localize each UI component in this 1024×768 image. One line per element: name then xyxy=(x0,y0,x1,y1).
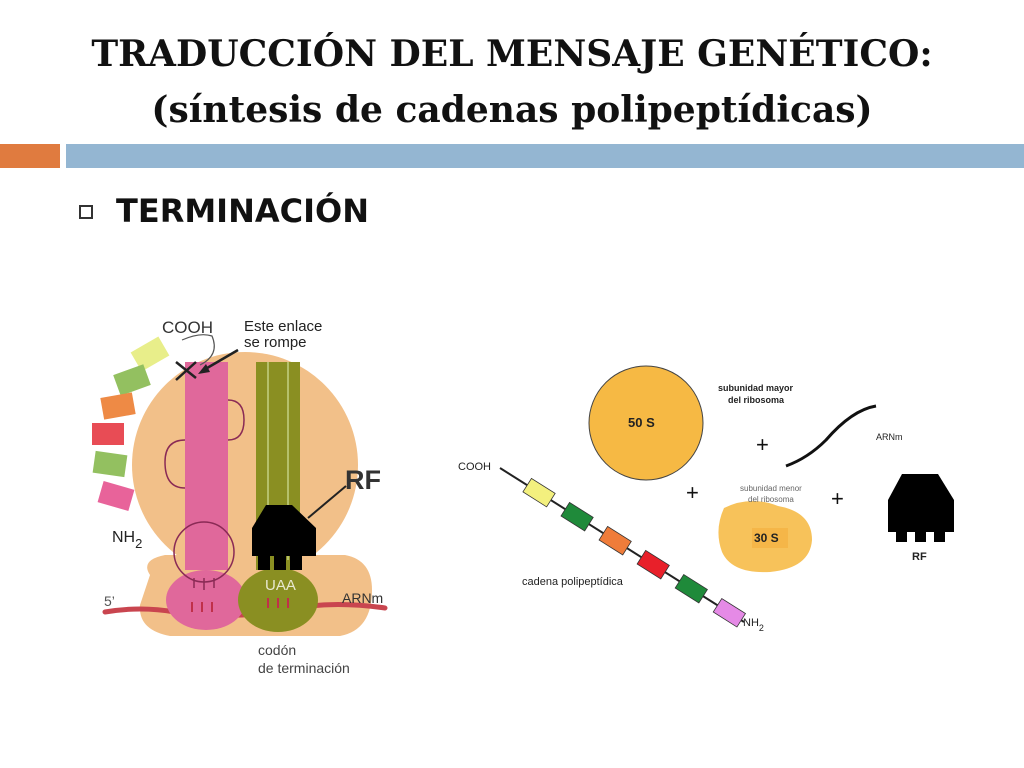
stop-codon-bases xyxy=(267,598,289,608)
released-chain-caption: cadena polipeptídica xyxy=(522,576,624,588)
released-chain-cooh-label: COOH xyxy=(458,461,491,473)
left-amino-acid-block xyxy=(97,481,135,511)
released-polypeptide-chain xyxy=(522,477,747,628)
large-subunit-label: 50 S xyxy=(628,415,655,430)
large-subunit-50s xyxy=(588,365,704,481)
annotation-arrowhead xyxy=(198,364,210,374)
broken-bond-marker xyxy=(175,361,197,381)
slide-title-line1: TRADUCCIÓN DEL MENSAJE GENÉTICO: xyxy=(91,33,933,75)
stop-codon-caption-2: de terminación xyxy=(258,660,350,676)
released-amino-acid-block xyxy=(674,573,708,604)
right-dissociation-diagram: 50 S subunidad mayor del ribosoma 30 S s… xyxy=(458,365,954,633)
left-amino-acid-block xyxy=(92,423,124,445)
stop-codon-caption-1: codón xyxy=(258,642,296,658)
stop-codon-label: UAA xyxy=(265,577,296,594)
left-amino-acid-block xyxy=(130,336,170,372)
section-heading: TERMINACIÓN xyxy=(116,192,369,230)
released-chain-nh2-label: NH2 xyxy=(743,617,764,633)
small-subunit-label: 30 S xyxy=(754,531,779,545)
free-mrna-strand xyxy=(785,404,877,468)
ribosome-large-subunit xyxy=(132,352,358,578)
small-subunit-caption-2: del ribosoma xyxy=(748,495,794,504)
left-mrna-label: ARNm xyxy=(342,590,383,606)
slide-title-line2: (síntesis de cadenas polipeptídicas) xyxy=(151,89,873,131)
bond-break-label-1: Este enlace xyxy=(244,318,322,335)
free-mrna-label: ARNm xyxy=(876,432,903,442)
left-cooh-label: COOH xyxy=(162,318,213,337)
small-subunit-shade xyxy=(752,528,788,548)
released-amino-acid-block xyxy=(598,525,632,556)
left-rf-label: RF xyxy=(345,465,381,495)
accent-bar-blue xyxy=(66,144,1024,168)
released-amino-acid-block xyxy=(522,477,556,508)
cooh-arrow xyxy=(181,334,215,366)
released-amino-acid-block xyxy=(712,597,747,628)
released-amino-acid-block xyxy=(560,501,594,532)
slide-title: TRADUCCIÓN DEL MENSAJE GENÉTICO: (síntes… xyxy=(0,26,1024,138)
five-prime-label: 5’ xyxy=(104,593,115,609)
left-amino-acid-block xyxy=(100,392,136,420)
release-factor-rf xyxy=(252,505,316,570)
free-rf-label: RF xyxy=(912,551,927,563)
small-subunit-caption-1: subunidad menor xyxy=(740,484,802,493)
left-nh2-label: NH2 xyxy=(112,529,142,551)
plus-sign-1: + xyxy=(756,432,769,457)
rf-pointer-line xyxy=(307,485,347,519)
left-amino-acid-block xyxy=(113,364,151,396)
left-termination-diagram: COOH Este enlace se rompe RF NH2 UAA 5’ … xyxy=(92,318,388,676)
plus-sign-2: + xyxy=(686,480,699,505)
released-amino-acid-block xyxy=(636,549,670,580)
accent-bar-orange xyxy=(0,144,60,168)
bullet-square-icon xyxy=(79,205,93,219)
bond-break-label-2: se rompe xyxy=(244,334,307,351)
left-polypeptide-chain xyxy=(92,336,170,511)
plus-sign-3: + xyxy=(831,486,844,511)
large-subunit-caption-2: del ribosoma xyxy=(728,395,785,405)
trna-pink xyxy=(164,362,246,630)
large-subunit-caption-1: subunidad mayor xyxy=(718,383,794,393)
left-amino-acid-block xyxy=(92,450,128,478)
free-release-factor-rf xyxy=(888,474,954,542)
annotation-arrow xyxy=(201,348,239,373)
